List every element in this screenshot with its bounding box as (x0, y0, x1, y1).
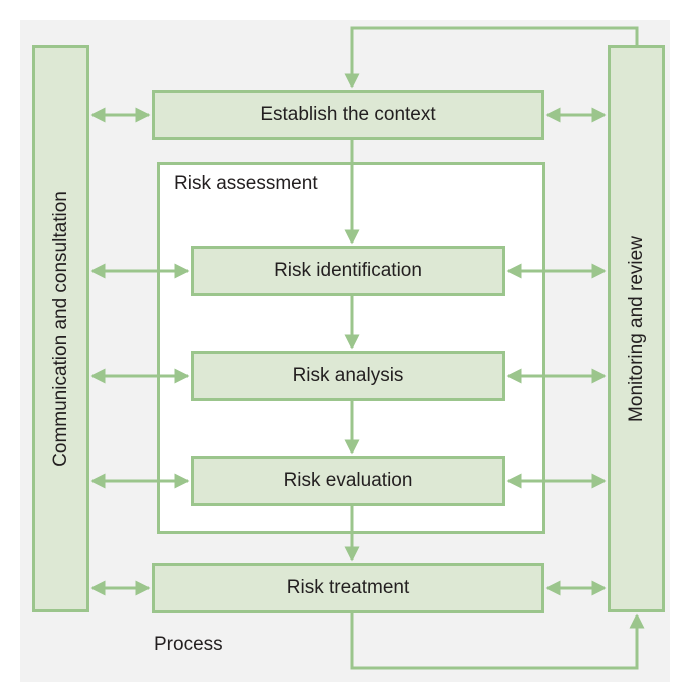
risk-evaluation-box: Risk evaluation (191, 456, 505, 506)
risk-identification-label: Risk identification (274, 260, 422, 281)
establish-context-label: Establish the context (260, 104, 436, 125)
process-caption: Process (154, 634, 223, 655)
risk-treatment-box: Risk treatment (152, 563, 544, 613)
risk-evaluation-label: Risk evaluation (283, 470, 413, 491)
arrow-review-loop-top (344, 26, 639, 89)
communication-consultation-panel: Communication and consultation (32, 45, 89, 612)
risk-identification-box: Risk identification (191, 246, 505, 296)
establish-context-box: Establish the context (152, 90, 544, 140)
risk-treatment-label: Risk treatment (286, 577, 410, 598)
monitoring-review-panel: Monitoring and review (608, 45, 665, 612)
risk-assessment-label: Risk assessment (174, 173, 318, 194)
arrow-review-loop-bottom (350, 613, 645, 670)
risk-analysis-box: Risk analysis (191, 351, 505, 401)
risk-analysis-label: Risk analysis (292, 365, 404, 386)
